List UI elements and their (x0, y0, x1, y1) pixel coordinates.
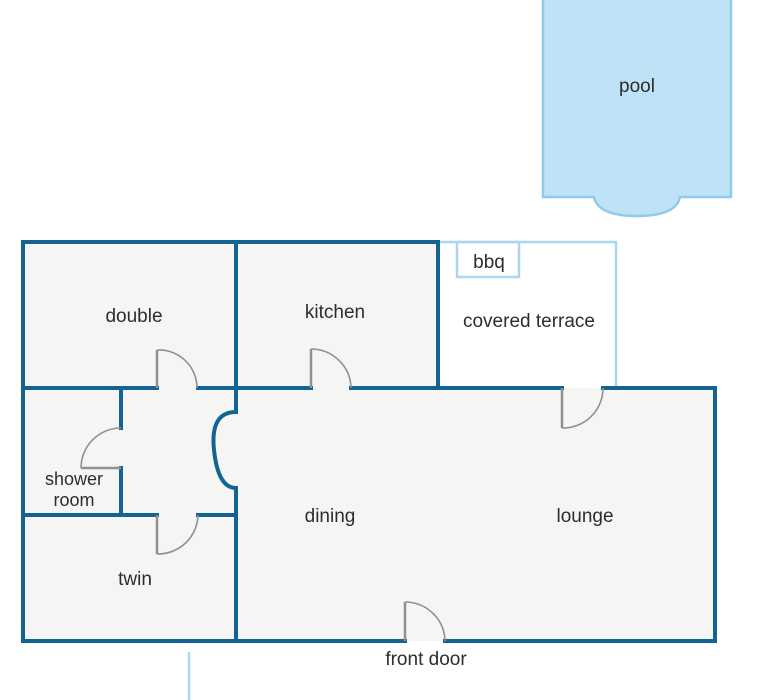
outer-wall-front-right (443, 386, 717, 643)
label-lounge: lounge (556, 506, 613, 527)
arch-opening (211, 409, 239, 491)
pool-shape (541, 0, 733, 218)
label-double: double (105, 306, 162, 327)
outer-wall-upper (21, 240, 440, 643)
door-terrace (560, 387, 604, 429)
door-front (403, 601, 446, 642)
bbq-box (455, 240, 521, 279)
label-front-door: front door (385, 649, 467, 670)
label-covered-terrace: covered terrace (463, 311, 595, 332)
door-double (155, 349, 198, 389)
label-shower-line1: shower (45, 469, 103, 489)
kitchen-area (236, 242, 438, 388)
dining-lounge-area (236, 388, 715, 641)
label-bbq: bbq (473, 252, 505, 273)
label-pool: pool (619, 76, 655, 97)
label-kitchen: kitchen (305, 302, 365, 323)
double-room-area (23, 242, 236, 388)
door-twin (155, 514, 199, 555)
door-shower (80, 427, 122, 470)
label-shower-line2: room (53, 490, 94, 510)
shower-room-area (23, 388, 121, 515)
label-dining: dining (305, 506, 356, 527)
label-twin: twin (118, 569, 152, 590)
door-kitchen (309, 348, 352, 389)
hallway-area (121, 388, 236, 515)
twin-room-area (23, 515, 236, 641)
